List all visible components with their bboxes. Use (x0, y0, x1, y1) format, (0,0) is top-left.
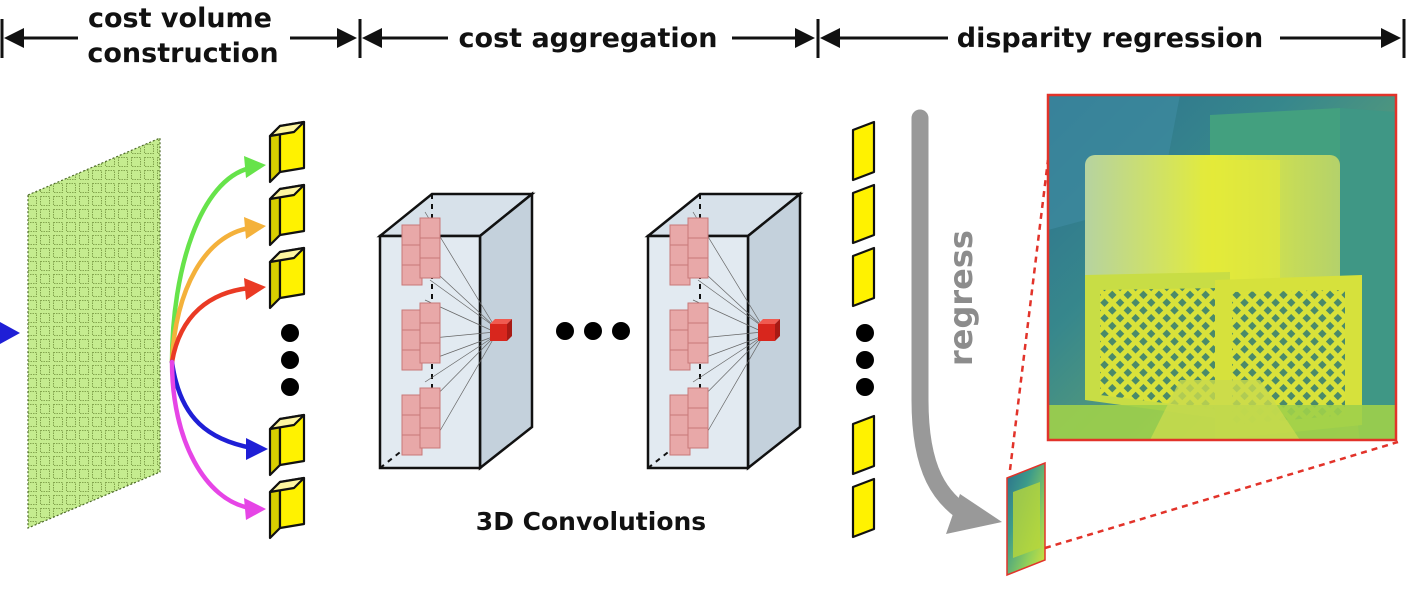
output-voxel-icon (758, 319, 780, 341)
arrow-right-icon (795, 28, 815, 48)
slice (268, 413, 306, 477)
output-voxel-icon (490, 319, 512, 341)
cube-icon (669, 217, 709, 456)
slice (268, 476, 306, 540)
regress-arrow-icon (911, 109, 1002, 534)
arrow-right-icon (1381, 28, 1401, 48)
stage-label-cost-volume-line2: construction (87, 38, 278, 69)
input-arrow-icon (0, 322, 20, 344)
arrow-left-icon (820, 28, 840, 48)
aggregated-slices (851, 120, 876, 539)
slice (268, 183, 306, 247)
disparity-thumbnail (1006, 461, 1046, 577)
cube-icon (401, 217, 441, 456)
stage-header (0, 19, 1406, 58)
conv3d-block-1 (376, 191, 536, 471)
ellipsis-icon (556, 322, 630, 340)
conv3d-block-2 (644, 191, 804, 471)
label-regress: regress (942, 230, 980, 366)
slice (268, 120, 306, 184)
cost-volume-slices (268, 120, 306, 540)
ellipsis-icon (856, 324, 874, 396)
disparity-map (1046, 93, 1398, 442)
stage-label-disparity-regression: disparity regression (957, 23, 1263, 54)
stage-label-cost-volume-line1: cost volume (88, 3, 272, 34)
fan-out-arrows (169, 165, 255, 511)
slice (268, 246, 306, 310)
stage-label-cost-aggregation: cost aggregation (459, 23, 718, 54)
fan-out-arrowheads (244, 156, 268, 520)
zoom-lines (1008, 159, 1399, 550)
feature-map-grid (27, 137, 161, 529)
arrow-right-icon (337, 28, 357, 48)
label-3d-convolutions: 3D Convolutions (476, 507, 706, 536)
arrow-left-icon (4, 28, 24, 48)
ellipsis-icon (281, 324, 299, 396)
arrow-left-icon (362, 28, 382, 48)
